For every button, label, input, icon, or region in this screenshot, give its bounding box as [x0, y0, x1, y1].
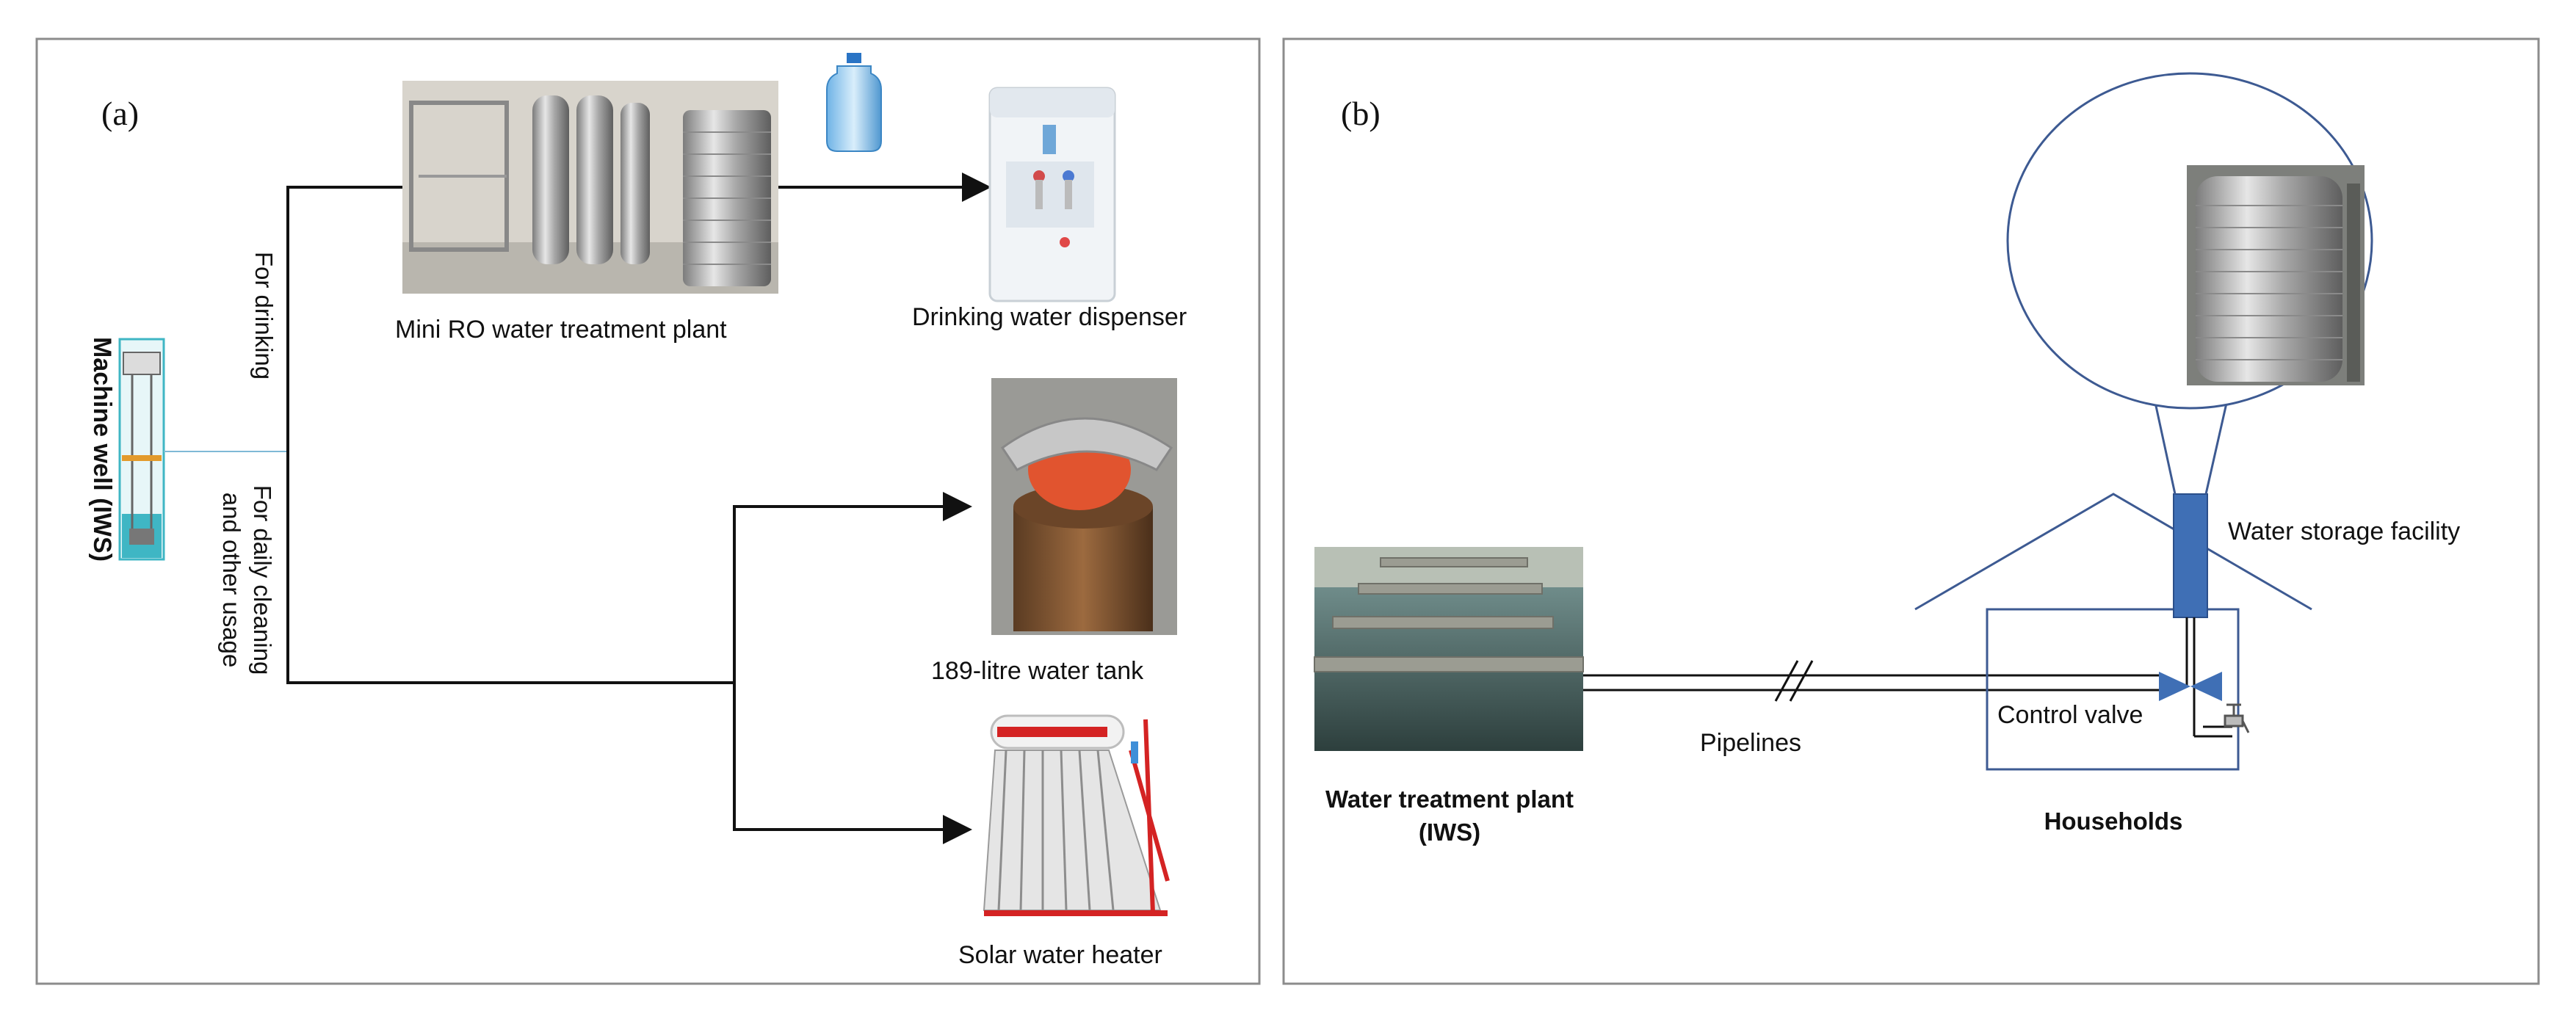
panel-a: (a) Machine well (IWS) For drinking For …	[35, 37, 1261, 985]
machine-well-illustration	[118, 338, 165, 561]
treatment-plant-image	[1314, 547, 1584, 751]
machine-well-label: Machine well (IWS)	[88, 337, 116, 562]
branch-cleaning-label-1: For daily cleaning	[249, 485, 276, 675]
pipeline-break-2	[1789, 660, 1814, 702]
panel-a-tag: (a)	[101, 95, 139, 132]
households-label: Households	[2044, 808, 2183, 835]
ro-plant-label: Mini RO water treatment plant	[395, 316, 727, 344]
heater-branch-line	[733, 683, 972, 844]
pipeline-break-1	[1774, 660, 1799, 702]
branch-cleaning-label-2: and other usage	[218, 493, 245, 668]
storage-tank-photo	[2187, 165, 2365, 385]
plant-label-line2: (IWS)	[1419, 819, 1480, 846]
drinking-trunk-line	[286, 186, 402, 451]
cleaning-trunk-line	[286, 451, 734, 684]
tank-branch-line	[733, 492, 972, 683]
branch-drinking-label: For drinking	[250, 252, 278, 380]
plant-label-line1: Water treatment plant	[1325, 785, 1574, 813]
pipelines-label: Pipelines	[1700, 729, 1801, 757]
ro-plant-image	[402, 81, 778, 294]
water-bottle-icon	[826, 53, 882, 152]
storage-label: Water storage facility	[2228, 518, 2460, 545]
solar-heater-image	[983, 714, 1170, 916]
water-tank-image	[991, 378, 1177, 635]
house-body	[1986, 608, 2240, 771]
house-roof	[1914, 493, 2312, 611]
drinking-dispenser-image	[988, 87, 1116, 302]
heater-label: Solar water heater	[958, 941, 1162, 969]
control-valve-icon-right	[2190, 672, 2222, 701]
tap-icon	[2224, 703, 2250, 733]
tank-label: 189-litre water tank	[931, 657, 1144, 685]
storage-facility	[2173, 493, 2208, 618]
panel-b-tag: (b)	[1341, 95, 1381, 132]
control-valve-label: Control valve	[1997, 701, 2143, 729]
dispenser-label: Drinking water dispenser	[912, 303, 1187, 331]
panel-b: (b) Water treatment plant (IWS) Pipeline…	[1282, 37, 2540, 985]
control-valve-icon	[2159, 672, 2190, 701]
